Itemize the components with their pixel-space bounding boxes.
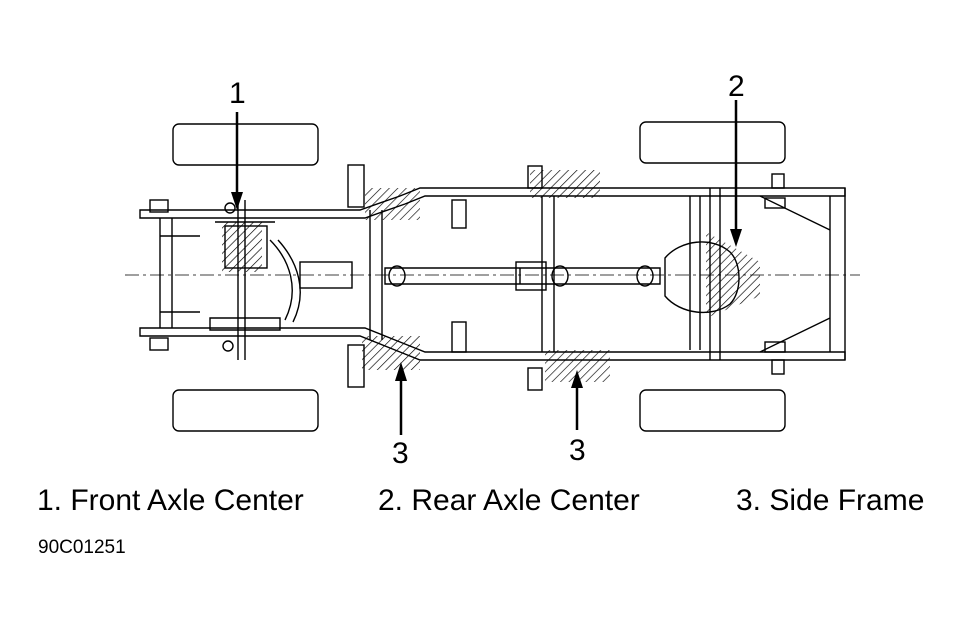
- side-frame-hatch-lower-right: [545, 350, 610, 382]
- body-mount-upper-1: [347, 164, 365, 208]
- rear-spring-hanger-upper: [764, 197, 786, 209]
- callout-side-frame-right: 3: [569, 434, 586, 467]
- center-crossmember-2: [541, 196, 555, 352]
- rear-body-mount-lower: [771, 359, 785, 375]
- front-axle-center-hatch: [222, 222, 262, 272]
- side-frame-hatch-lower-left: [362, 336, 420, 370]
- frame-bracket-upper: [451, 199, 467, 229]
- center-bearing: [515, 261, 547, 291]
- body-mount-lower-1: [347, 344, 365, 388]
- side-frame-hatch-upper-left: [365, 188, 420, 220]
- propeller-shaft: [384, 267, 661, 285]
- figure-code: 90C01251: [38, 537, 126, 558]
- front-steering-linkage: [237, 200, 301, 360]
- arrow-rear-axle-head: [730, 229, 742, 247]
- arrow-side-frame-right-head: [571, 370, 583, 388]
- front-axle-shaft: [299, 261, 353, 289]
- front-right-wheel: [172, 389, 319, 432]
- universal-joint-front: [388, 265, 406, 287]
- rear-spring-hanger-lower: [764, 341, 786, 353]
- front-mount-bolt-lower: [222, 340, 234, 352]
- arrow-side-frame-left-head: [395, 362, 407, 381]
- callout-front-axle: 1: [229, 77, 246, 110]
- upper-side-rail: [139, 187, 846, 219]
- callout-rear-axle: 2: [728, 70, 745, 103]
- rear-left-wheel: [639, 121, 786, 164]
- rear-right-wheel: [639, 389, 786, 432]
- center-crossmember-1: [369, 210, 383, 340]
- front-crossmember: [159, 218, 200, 328]
- front-mount-bolt: [224, 202, 236, 214]
- legend-side-frame: 3. Side Frame: [736, 484, 925, 517]
- frame-bracket-lower: [451, 321, 467, 353]
- legend-rear-axle-center: 2. Rear Axle Center: [378, 484, 640, 517]
- front-bumper-bracket: [149, 199, 169, 213]
- lower-side-rail: [139, 327, 846, 361]
- universal-joint-rear: [636, 265, 654, 287]
- callout-side-frame-left: 3: [392, 437, 409, 470]
- front-bumper-bracket-lower: [149, 337, 169, 351]
- rear-crossmember: [759, 188, 846, 360]
- body-mount-lower-2: [527, 367, 543, 391]
- rear-axle-center-hatch: [706, 232, 760, 318]
- arrow-front-axle-head: [231, 192, 243, 210]
- front-left-wheel: [172, 123, 319, 166]
- universal-joint-mid: [551, 265, 569, 287]
- rear-leaf-spring: [689, 196, 701, 350]
- side-frame-hatch-upper-right: [530, 170, 600, 198]
- legend-front-axle-center: 1. Front Axle Center: [37, 484, 304, 517]
- rear-body-mount-upper: [771, 173, 785, 189]
